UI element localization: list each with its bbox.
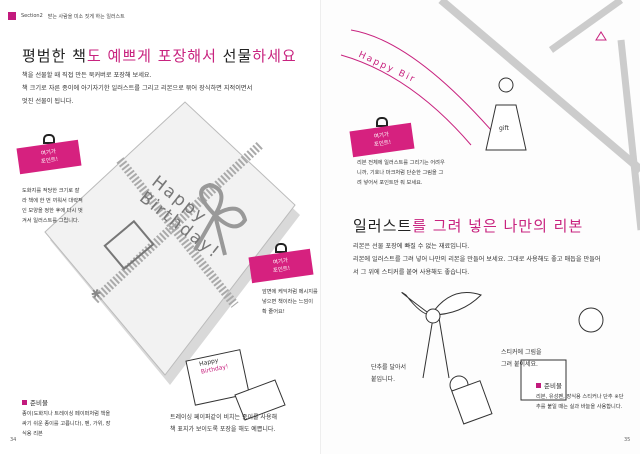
tip-1-text: 도화지를 적당한 크기로 잘라 책에 한 번 끼워서 대략적인 모양을 정한 후…	[22, 188, 83, 224]
body-line: 리본에 일러스트를 그려 넣어 나만의 리본을 만들어 보세요. 그대로 사용해…	[353, 256, 601, 263]
page-title: 평범한 책도 예쁘게 포장해서 선물하세요	[22, 45, 297, 66]
body-line: 책 크기로 자른 종이에 아기자기한 일러스트를 그리고 리본으로 묶어 장식하…	[22, 85, 253, 92]
title-part: 하세요	[252, 47, 297, 65]
caption-line: 책 표지가 보이도록 포장을 해도 예쁩니다.	[170, 426, 276, 433]
note-line: 그려 붙이세요.	[501, 361, 538, 368]
page-number: 35	[624, 437, 631, 443]
section-marker-icon	[8, 12, 16, 20]
title-part: 선물	[216, 47, 253, 65]
section-label: Section2	[21, 13, 43, 19]
body-line: 서 그 위에 스티커를 붙여 사용해도 좋습니다.	[353, 269, 470, 276]
materials-label: 준비물	[30, 399, 48, 407]
wrapped-book-illustration: ✱	[44, 101, 300, 385]
intro-text: 책을 선물할 때 직접 만든 북커버로 포장해 보세요. 책 크기로 자른 종이…	[22, 69, 252, 108]
ribbon-intro-text: 리본은 선물 포장에 빠질 수 없는 재료입니다. 리본에 일러스트를 그려 넣…	[353, 240, 601, 279]
title-part: 일러스트	[353, 217, 413, 235]
gift-text: gift	[499, 125, 509, 132]
page-number: 34	[10, 437, 17, 443]
bullet-icon	[22, 399, 27, 405]
title-part: 평범한 책	[22, 47, 87, 65]
note-sticker: 스티커에 그림을 그려 붙이세요.	[501, 347, 542, 371]
note-line: 스티커에 그림을	[501, 349, 542, 356]
body-line: 책을 선물할 때 직접 만든 북커버로 포장해 보세요.	[22, 72, 152, 79]
bullet-icon	[536, 382, 541, 388]
note-line: 단추를 달아서	[371, 364, 407, 371]
ribbon-illustration	[340, 0, 640, 425]
left-page: Section2 받는 사람을 미소 짓게 하는 일러스트 평범한 책도 예쁘게…	[8, 12, 318, 443]
section-title: 일러스트를 그려 넣은 나만의 리본	[353, 215, 583, 236]
materials-right: 준비물 리본, 유성펜, 장식용 스티커나 단추 ※단추를 붙일 때는 실과 바…	[536, 380, 626, 412]
caption: 트레이싱 페이퍼같이 비치는 종이를 사용해 책 표지가 보이도록 포장을 해도…	[170, 412, 277, 436]
materials-left: 준비물 종이(도화지나 트레이싱 페이퍼처럼 책을 싸기 쉬운 종이를 고릅니다…	[22, 397, 112, 439]
section-header: Section2 받는 사람을 미소 짓게 하는 일러스트	[8, 12, 125, 20]
materials-text: 리본, 유성펜, 장식용 스티커나 단추 ※단추를 붙일 때는 실과 바늘을 사…	[536, 394, 624, 410]
title-part: 도 예쁘게 포장해서	[86, 47, 217, 65]
title-part: 를 그려 넣은 나만의 리본	[412, 217, 584, 235]
materials-label: 준비물	[544, 382, 562, 390]
note-button: 단추를 달아서 붙입니다.	[371, 362, 406, 386]
tip-3-text: 리본 전체에 일러스트를 그리기는 어려우니까, 기호나 마크처럼 단순한 그림…	[357, 160, 445, 186]
materials-text: 종이(도화지나 트레이싱 페이퍼처럼 책을 싸기 쉬운 종이를 고릅니다), 펜…	[22, 411, 111, 437]
caption-line: 트레이싱 페이퍼같이 비치는 종이를 사용해	[170, 414, 277, 421]
note-line: 붙입니다.	[371, 376, 395, 383]
body-line: 리본은 선물 포장에 빠질 수 없는 재료입니다.	[353, 243, 470, 250]
body-line: 멋진 선물이 됩니다.	[22, 98, 74, 105]
tip-2-text: 앞면에 케익처럼 메시지를 넣으면 책이라는 느낌이 확 줄어요!	[262, 289, 318, 315]
section-subtitle: 받는 사람을 미소 짓게 하는 일러스트	[47, 13, 125, 20]
